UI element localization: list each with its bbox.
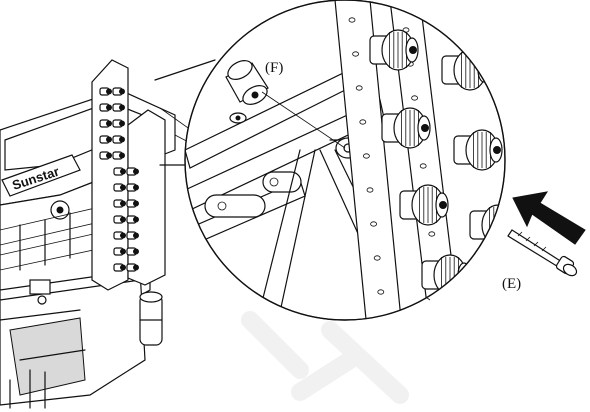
screw-part-e [507, 229, 578, 277]
tension-knob-small-icon [126, 167, 139, 176]
tension-knob-small-icon [113, 247, 126, 256]
tension-knob-small-icon [113, 167, 126, 176]
tension-knob-small-icon [112, 119, 125, 128]
tension-knob-icon [469, 204, 505, 246]
tension-knob-small-icon [126, 199, 139, 208]
thread-stand-left [91, 59, 166, 291]
tension-knob-icon [369, 29, 419, 71]
tension-knob-small-icon [113, 215, 126, 224]
watermark [241, 311, 409, 404]
tension-knob-icon [453, 129, 503, 171]
tension-knob-small-icon [99, 87, 112, 96]
machine-body: Sunstar [0, 89, 176, 409]
tension-knob-small-icon [126, 263, 139, 272]
tension-knob-small-icon [113, 231, 126, 240]
tension-knob-small-icon [99, 119, 112, 128]
tension-knob-small-icon [126, 183, 139, 192]
insert-direction-arrow [512, 191, 586, 245]
tension-knob-small-icon [99, 135, 112, 144]
tension-knob-icon [381, 107, 431, 149]
tension-knob-small-icon [99, 151, 112, 160]
label-part-e: (E) [502, 276, 521, 292]
tension-knob-small-icon [99, 103, 112, 112]
tension-knob-small-icon [112, 87, 125, 96]
tension-knob-small-icon [112, 103, 125, 112]
tension-knob-small-icon [113, 199, 126, 208]
tension-knob-small-icon [126, 247, 139, 256]
tension-knob-small-icon [126, 231, 139, 240]
label-part-f: (F) [265, 60, 283, 76]
tension-knob-small-icon [112, 135, 125, 144]
tension-knob-icon [399, 184, 449, 226]
tension-knob-small-icon [126, 215, 139, 224]
tension-knob-small-icon [112, 151, 125, 160]
tension-knob-small-icon [113, 263, 126, 272]
tension-knob-small-icon [113, 183, 126, 192]
sleeve-part-f [225, 60, 269, 105]
